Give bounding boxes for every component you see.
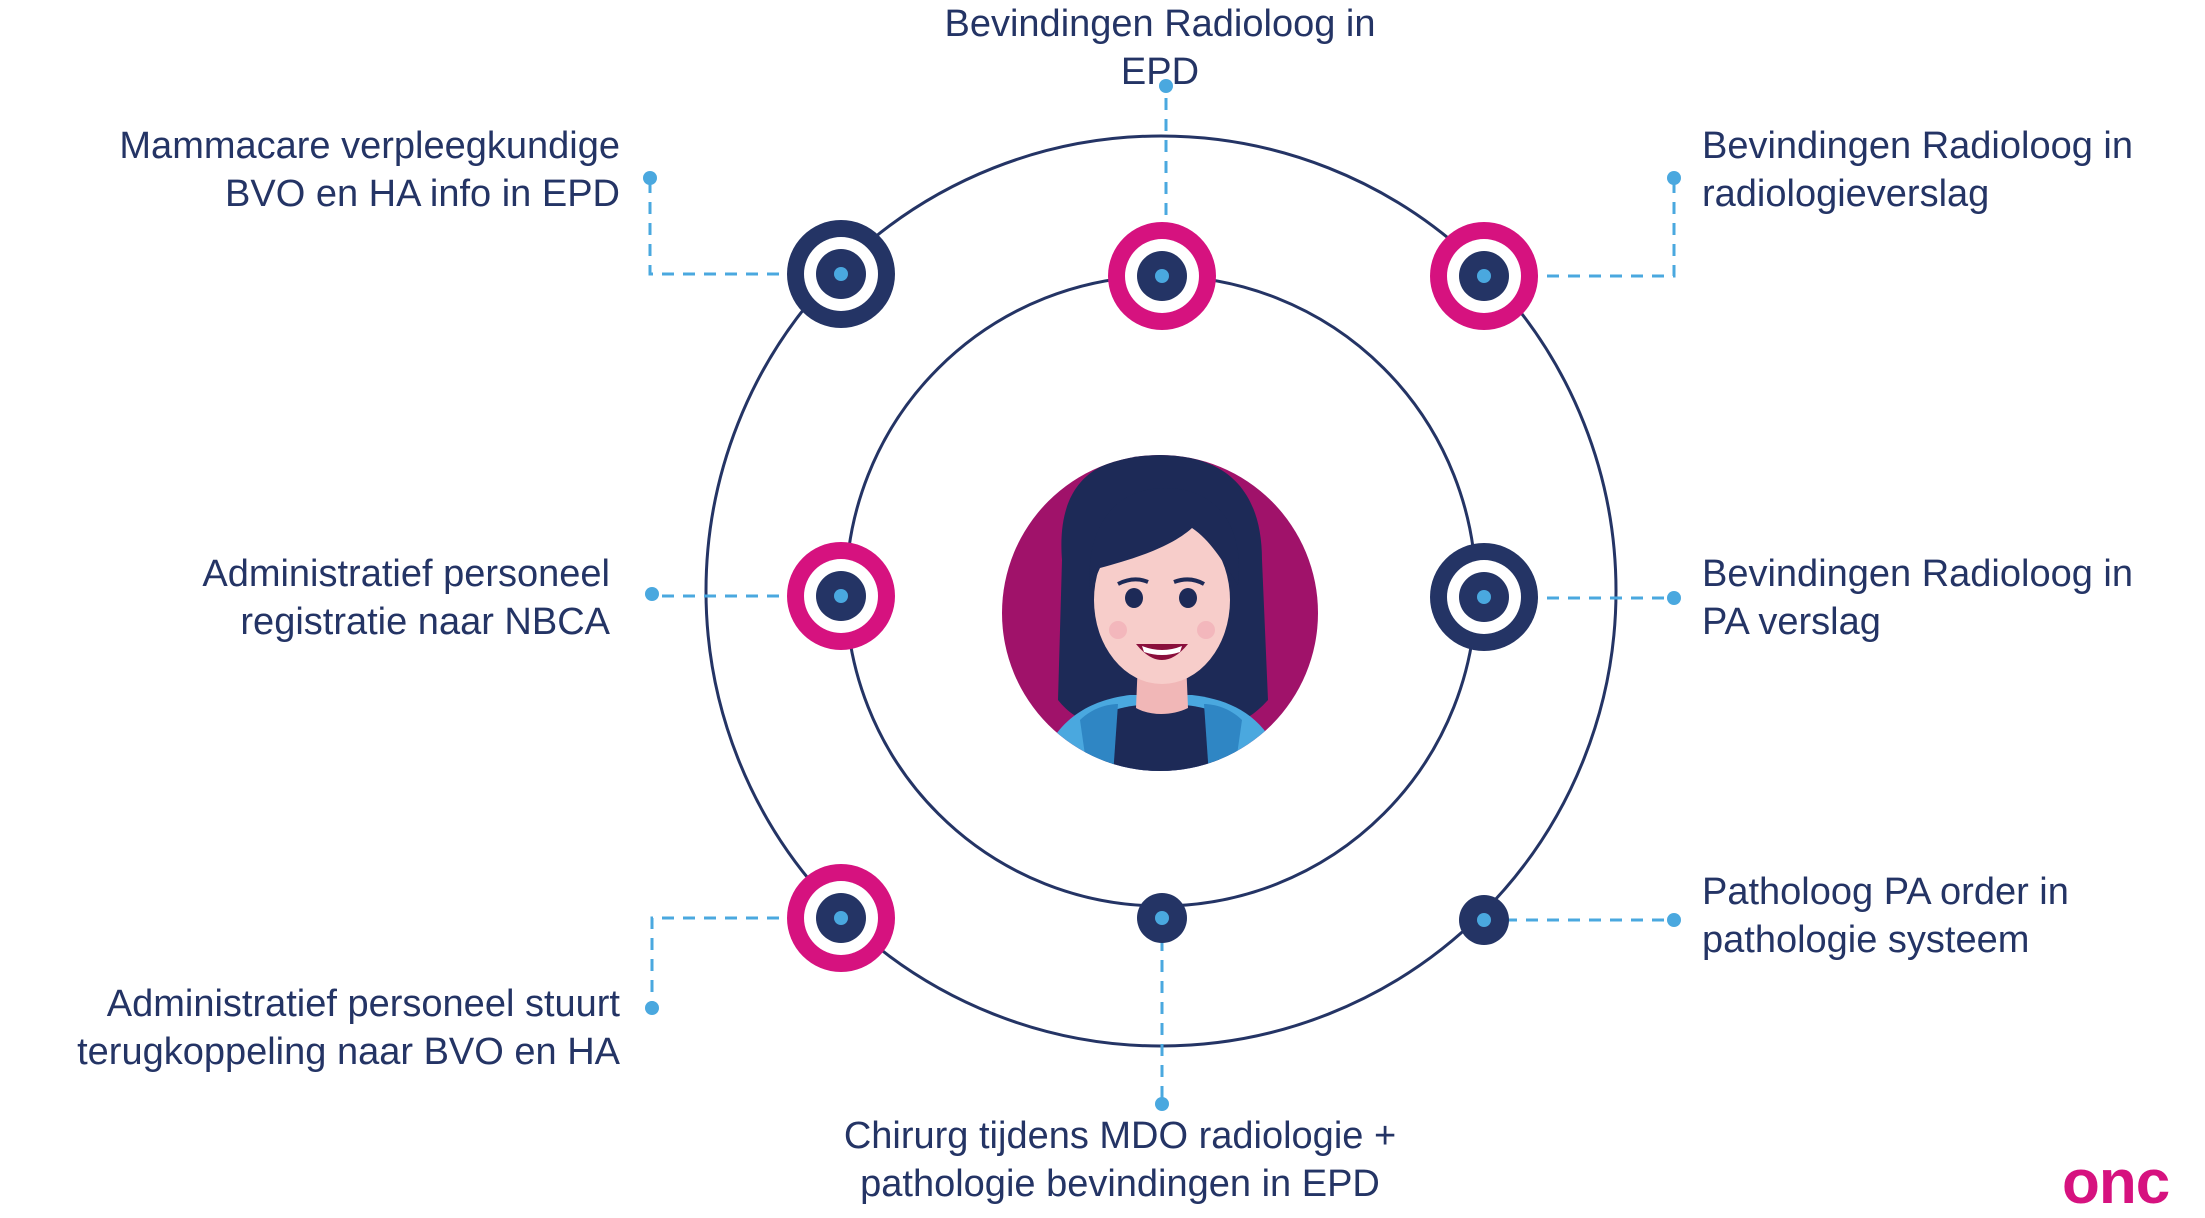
label-bottom-left: Administratief personeel stuurt terugkop…: [77, 983, 620, 1073]
node-mid-left: [787, 542, 895, 650]
connector-dot: [1667, 171, 1681, 185]
label-top-right: Bevindingen Radioloog in radiologieversl…: [1702, 125, 2133, 215]
connector-dot: [1159, 79, 1173, 93]
node-top-left: [787, 220, 895, 328]
connector-dot: [1667, 591, 1681, 605]
connector-dot: [645, 587, 659, 601]
connector-dot: [643, 171, 657, 185]
node-top: [1108, 222, 1216, 330]
connector-bottom-left: [650, 916, 842, 1008]
connector-dot: [1667, 913, 1681, 927]
label-bottom-right: Patholoog PA order in pathologie systeem: [1702, 871, 2069, 961]
connector-dot: [1155, 1097, 1169, 1111]
node-bottom: [1137, 893, 1187, 943]
connector-top-left: [648, 178, 842, 276]
connector-top-right: [1484, 178, 1676, 278]
logo: onc: [2062, 1148, 2170, 1217]
label-top: Bevindingen Radioloog in EPD: [944, 3, 1376, 93]
connector-dot: [645, 1001, 659, 1015]
label-bottom: Chirurg tijdens MDO radiologie + patholo…: [843, 1115, 1397, 1205]
label-mid-left: Administratief personeel registratie naa…: [202, 553, 610, 643]
node-bottom-left: [787, 864, 895, 972]
node-bottom-right: [1459, 895, 1509, 945]
woman-avatar-icon: [1002, 455, 1318, 771]
node-mid-right: [1430, 543, 1538, 651]
label-mid-right: Bevindingen Radioloog in PA verslag: [1702, 553, 2133, 643]
label-top-left: Mammacare verpleegkundige BVO en HA info…: [119, 125, 620, 215]
node-top-right: [1430, 222, 1538, 330]
